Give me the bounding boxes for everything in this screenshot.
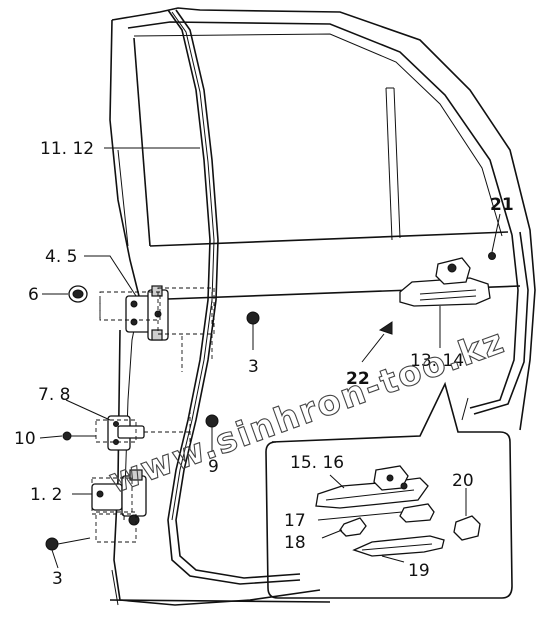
callout-hinge-nut: 6 bbox=[28, 285, 39, 305]
door-glass-run-channel bbox=[167, 9, 301, 585]
door-body bbox=[109, 7, 536, 606]
upper-hinge bbox=[99, 285, 215, 341]
callout-bolt-10: 10 bbox=[14, 429, 36, 449]
callout-handle-assembly: 13. 14 bbox=[410, 351, 464, 371]
upper-bolt bbox=[246, 311, 260, 334]
door-check-link bbox=[62, 410, 219, 451]
callout-handle-grip: 19 bbox=[408, 561, 430, 581]
callout-door-glass-run: 11. 12 bbox=[40, 139, 94, 159]
callout-handle-frame: 15. 16 bbox=[290, 453, 344, 473]
callout-upper-hinge: 4. 5 bbox=[45, 247, 77, 267]
callout-clip-22: 22 bbox=[346, 369, 370, 389]
watermark: www.sinhron-too.kz bbox=[104, 321, 510, 502]
hinge-nut bbox=[68, 285, 88, 303]
callout-upper-bolt: 3 bbox=[248, 357, 259, 377]
callout-check-link: 7. 8 bbox=[38, 385, 70, 405]
leader-lines bbox=[39, 147, 501, 569]
callout-lower-bolt: 3 bbox=[52, 569, 63, 589]
handle-detail-inset bbox=[265, 381, 513, 599]
callout-handle-cover: 17 bbox=[284, 511, 306, 531]
callout-lower-hinge: 1. 2 bbox=[30, 485, 62, 505]
callout-clip-21: 21 bbox=[490, 195, 514, 215]
callout-lock-cap: 18 bbox=[284, 533, 306, 553]
lower-hinge bbox=[45, 469, 147, 551]
callout-clip-9: 9 bbox=[208, 457, 219, 477]
outside-handle-assembly bbox=[378, 252, 496, 335]
callout-end-cap: 20 bbox=[452, 471, 474, 491]
